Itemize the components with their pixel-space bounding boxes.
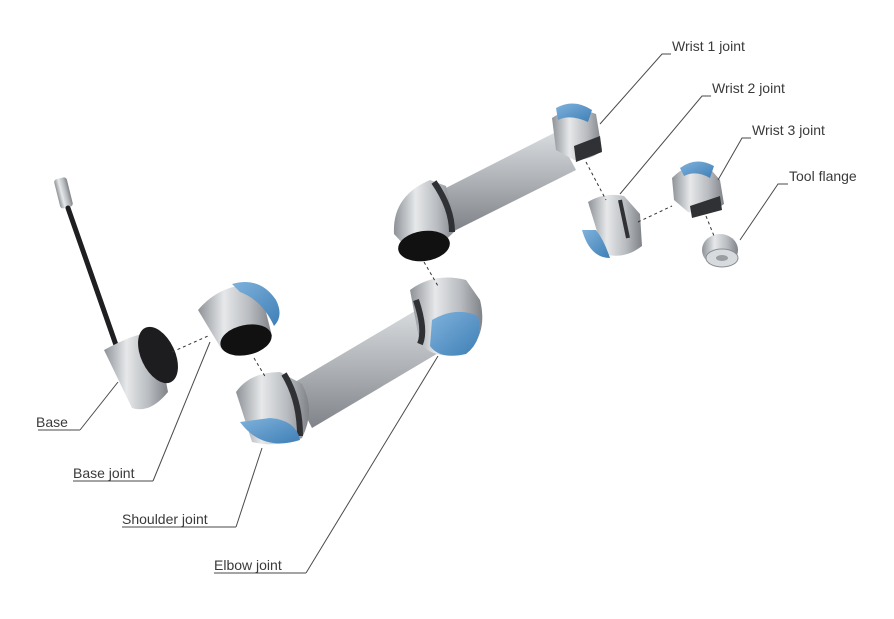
lower-arm-part [236,277,483,445]
wrist2-part [582,194,642,258]
label-tool-flange: Tool flange [789,168,857,184]
upper-tube [438,132,576,230]
cable-connector [54,177,73,209]
upper-arm-part [393,103,602,262]
tool-flange-part [702,234,739,268]
base-part [54,177,178,410]
label-wrist2-joint: Wrist 2 joint [712,80,785,96]
label-wrist1-joint: Wrist 1 joint [672,38,745,54]
label-base: Base [36,414,68,430]
leader-lines [38,53,788,574]
shoulder-cap [240,418,300,444]
alignment-lines [171,161,715,379]
wrist3-part [672,161,724,218]
label-shoulder-joint: Shoulder joint [122,511,208,527]
elbow-cap [430,311,480,356]
base-face [138,326,178,384]
label-elbow-joint: Elbow joint [214,557,282,573]
lower-tube [290,308,440,428]
label-wrist3-joint: Wrist 3 joint [752,122,825,138]
cable [65,205,119,348]
label-base-joint: Base joint [73,465,135,481]
base-joint-part [198,282,280,356]
